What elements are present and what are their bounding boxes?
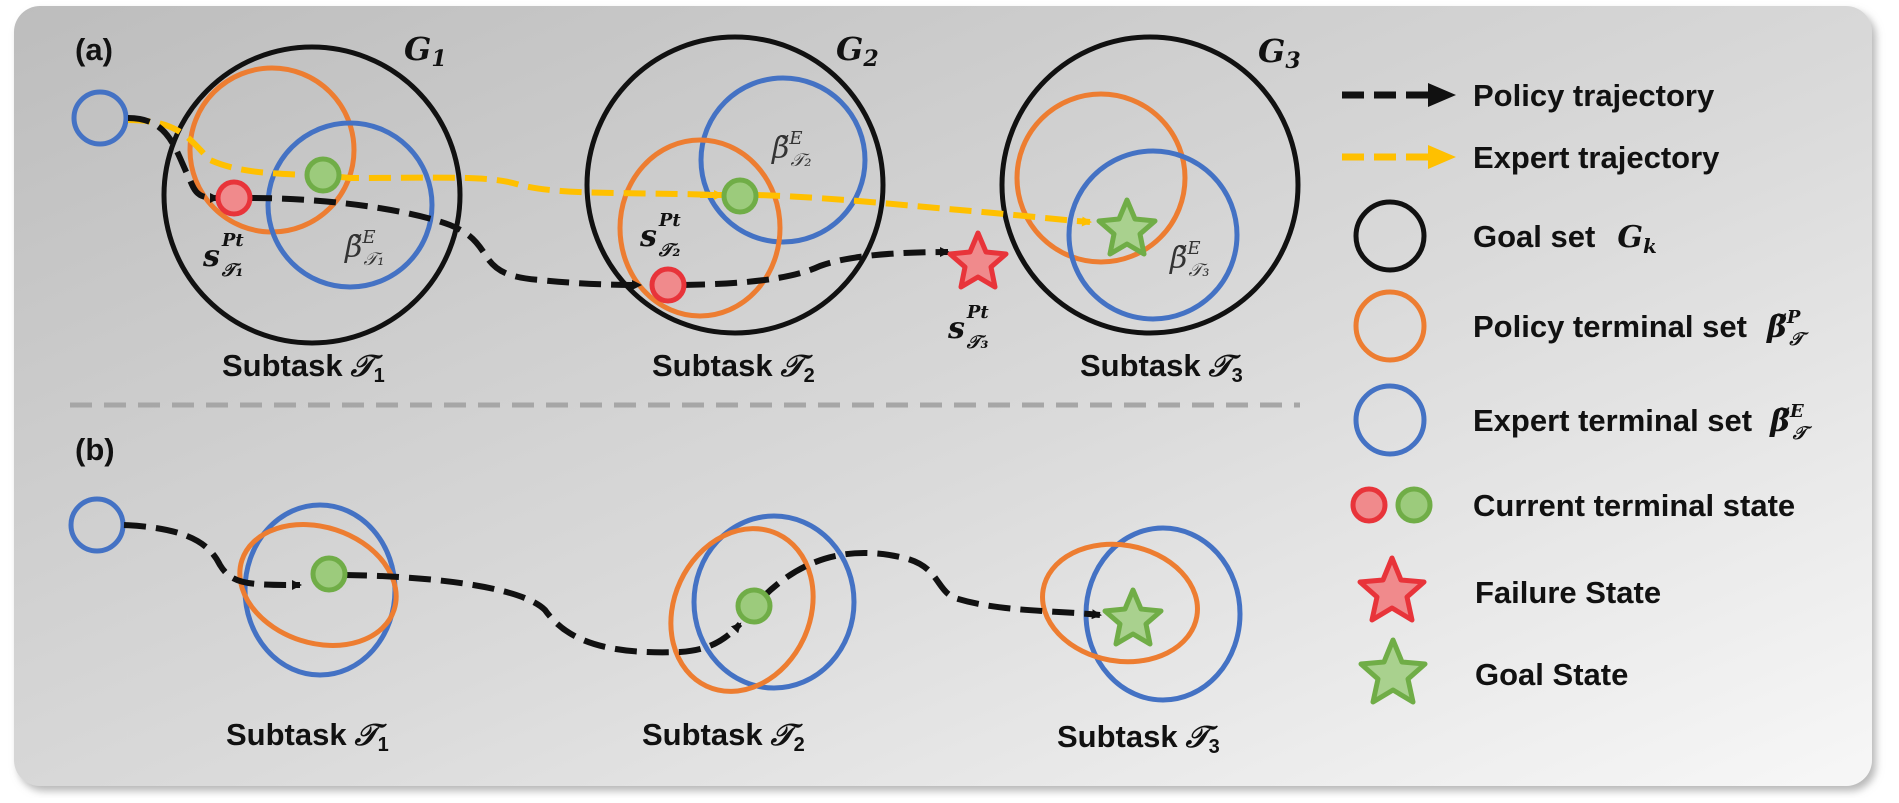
policy-trajectory-b-segment-1 [123, 522, 302, 590]
red-state-dot-1 [215, 179, 253, 217]
policy-trajectory-segment-3 [682, 247, 950, 288]
green-state-dot-b-2 [735, 587, 773, 625]
goal-star-legend-icon [1358, 637, 1428, 705]
expert-trajectory-arrowhead [1428, 145, 1456, 169]
expert-terminal-circle-3 [1066, 148, 1240, 322]
start-state-circle-a [71, 89, 129, 147]
goal-set-circle-icon [1353, 199, 1427, 273]
goal-set-circle-3 [999, 34, 1301, 336]
legend: Policy trajectory Expert trajectory Goal… [1342, 78, 1813, 705]
legend-label-failure-state: Failure State [1475, 575, 1661, 610]
legend-label-policy-trajectory: Policy trajectory [1473, 78, 1715, 113]
panel-a-tag: (a) [75, 32, 113, 67]
goal-star-icon-a [1096, 197, 1158, 257]
goal-label-2: G2 [836, 30, 879, 72]
goal-set-circle-1 [161, 44, 463, 346]
expert-terminal-circle-icon [1353, 383, 1427, 457]
expert-trajectory-segment-1 [127, 117, 721, 198]
goal-label-1: G1 [404, 30, 447, 72]
policy-trajectory-b-segment-3 [759, 549, 1102, 620]
policy-terminal-circle-b-1 [237, 522, 399, 648]
policy-terminal-circle-b-2 [668, 526, 816, 694]
goal-set-circle-2 [584, 34, 886, 336]
green-state-dot-icon [1395, 486, 1433, 524]
legend-label-current-terminal-state: Current terminal state [1473, 488, 1795, 523]
red-state-dot-2 [649, 266, 687, 304]
expert-terminal-circle-b-2 [691, 513, 857, 691]
policy-terminal-circle-icon [1353, 289, 1427, 363]
policy-trajectory-b-segment-2 [344, 572, 743, 656]
green-state-dot-1 [304, 156, 342, 194]
red-state-dot-icon [1350, 486, 1388, 524]
policy-terminal-circle-3 [1014, 91, 1188, 265]
expert-terminal-circle-1 [265, 120, 435, 290]
policy-trajectory-segment-1 [127, 115, 220, 203]
legend-label-goal-state: Goal State [1475, 657, 1628, 692]
green-state-dot-b-1 [310, 555, 348, 593]
green-state-dot-2 [721, 177, 759, 215]
expert-trajectory-segment-2 [757, 192, 1092, 227]
goal-label-3: G3 [1258, 32, 1301, 74]
start-state-circle-b [68, 496, 126, 554]
policy-terminal-circle-2 [617, 137, 783, 319]
policy-terminal-circle-b-3 [1040, 541, 1200, 665]
goal-star-icon-b [1102, 587, 1164, 647]
policy-trajectory-arrowhead [1428, 83, 1456, 107]
failure-star-icon [947, 230, 1009, 290]
policy-trajectory-segment-2 [249, 195, 642, 290]
panel-b-tag: (b) [75, 432, 115, 467]
failure-star-legend-icon [1357, 555, 1427, 623]
legend-label-expert-trajectory: Expert trajectory [1473, 140, 1720, 175]
expert-terminal-circle-2 [698, 75, 868, 245]
